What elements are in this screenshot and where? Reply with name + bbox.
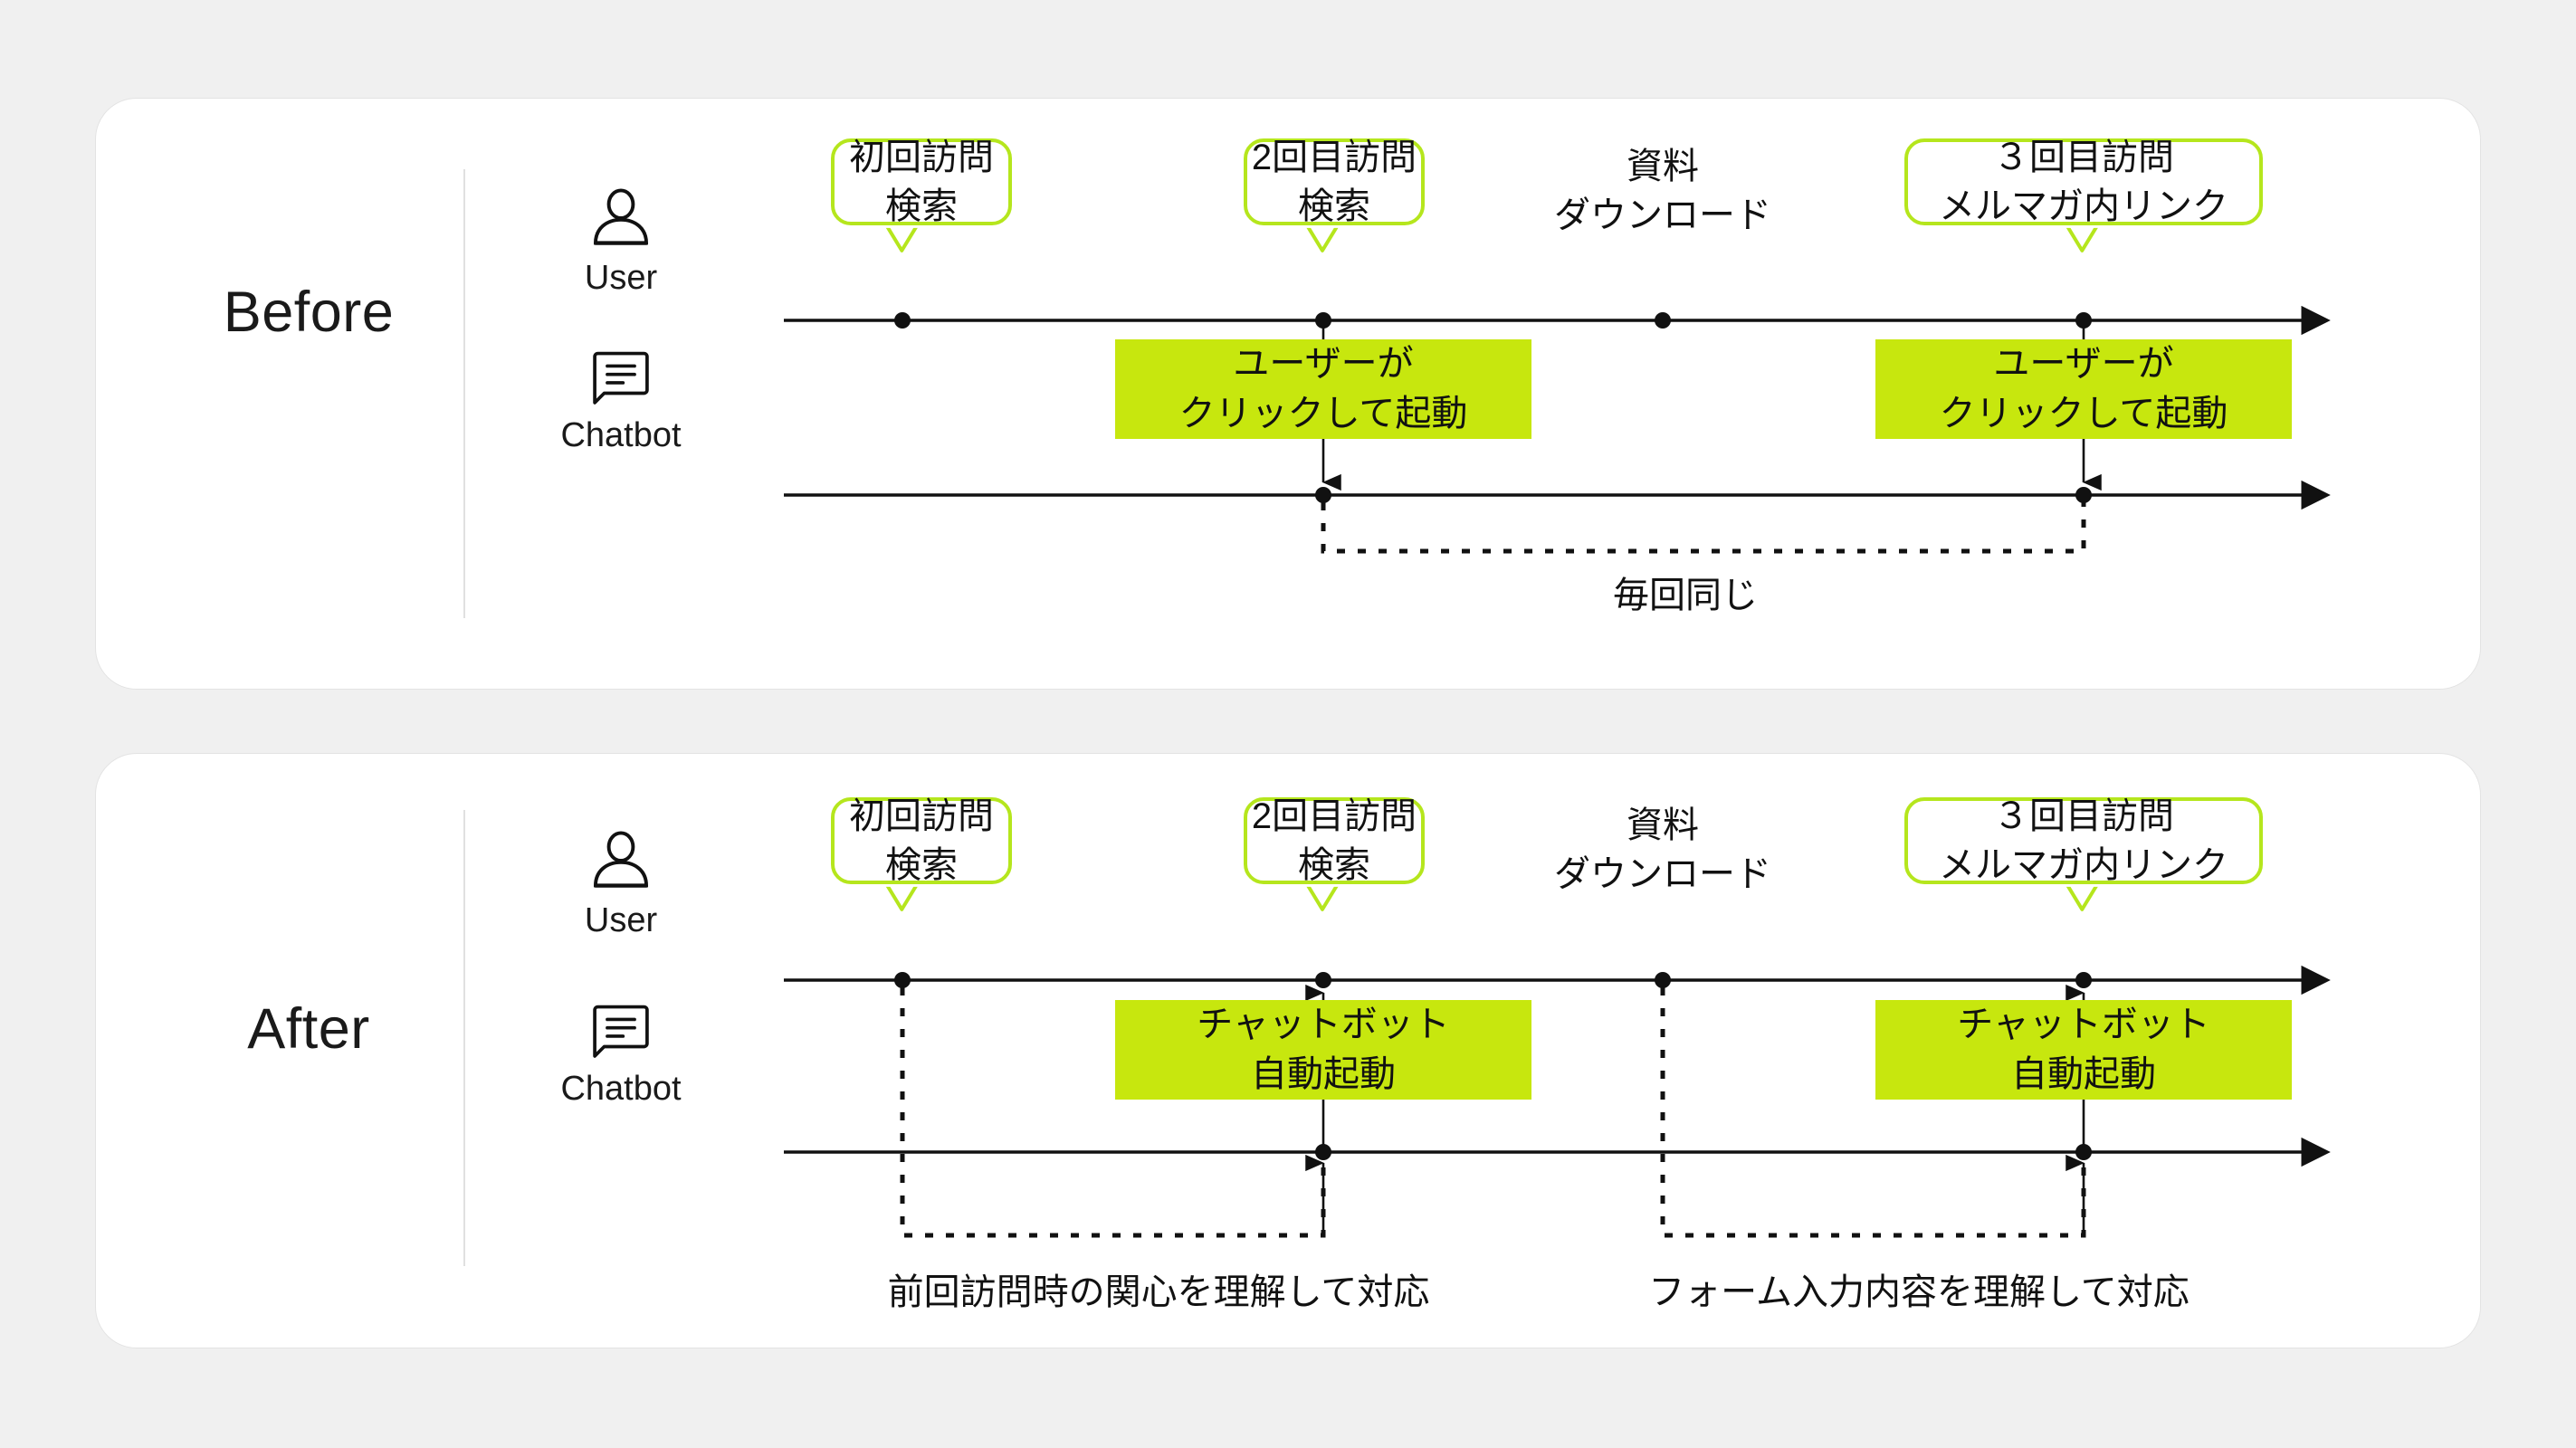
callout-line: 検索 (1298, 186, 1370, 226)
highlight-line: 自動起動 (1115, 1050, 1531, 1100)
before-event-callout-4: ３回目訪問 メルマガ内リンク (1904, 138, 2263, 226)
highlight-line: ユーザーが (1875, 339, 2292, 390)
before-event-callout-2: 2回目訪問 検索 (1244, 138, 1425, 226)
highlight-line: クリックして起動 (1115, 389, 1531, 440)
user-icon (530, 828, 711, 899)
callout-line: 初回訪問 (849, 796, 994, 836)
after-card: After User Chatbot (95, 753, 2481, 1348)
callout-line: メルマガ内リンク (1939, 186, 2228, 226)
before-event-callout-1: 初回訪問 検索 (831, 138, 1012, 226)
after-annotation-2: チャットボット 自動起動 (1875, 1000, 2292, 1100)
callout-line: メルマガ内リンク (1939, 845, 2228, 885)
user-icon (530, 186, 711, 256)
before-actor-user-label: User (584, 259, 658, 297)
plain-line: 資料 (1627, 147, 1699, 186)
after-event-callout-1: 初回訪問 検索 (831, 796, 1012, 885)
after-actor-user-label: User (584, 901, 658, 939)
callout-line: 2回目訪問 (1251, 796, 1417, 836)
after-actor-chatbot: Chatbot (530, 996, 711, 1109)
before-card: Before User Chatbot (95, 98, 2481, 690)
callout-line: 2回目訪問 (1251, 138, 1417, 177)
before-actor-chatbot: Chatbot (530, 343, 711, 455)
after-caption-2: フォーム入力内容を理解して対応 (1648, 1272, 2190, 1312)
callout-line: ３回目訪問 (1993, 796, 2174, 836)
callout-line: 検索 (1298, 845, 1370, 885)
before-actor-chatbot-label: Chatbot (560, 416, 682, 454)
after-caption-1: 前回訪問時の関心を理解して対応 (887, 1272, 1430, 1312)
after-actor-user: User (530, 828, 711, 940)
before-bracket-caption: 毎回同じ (1613, 576, 1758, 615)
stage-label-after: After (247, 997, 370, 1061)
chat-bubble-icon (530, 996, 711, 1067)
stage-label-before: Before (223, 281, 395, 344)
callout-line: 検索 (885, 845, 958, 885)
highlight-line: ユーザーが (1115, 339, 1531, 390)
plain-line: ダウンロード (1554, 195, 1771, 235)
before-event-plain-3: 資料 ダウンロード (1518, 142, 1808, 240)
after-event-plain-3: 資料 ダウンロード (1518, 801, 1808, 899)
highlight-line: クリックして起動 (1875, 389, 2292, 440)
highlight-line: チャットボット (1115, 1000, 1531, 1051)
after-divider (463, 810, 465, 1266)
after-event-callout-2: 2回目訪問 検索 (1244, 796, 1425, 885)
before-annotation-2: ユーザーが クリックして起動 (1875, 339, 2292, 440)
chat-bubble-icon (530, 343, 711, 414)
callout-line: 初回訪問 (849, 138, 994, 177)
highlight-line: チャットボット (1875, 1000, 2292, 1051)
before-annotation-1: ユーザーが クリックして起動 (1115, 339, 1531, 440)
before-actor-user: User (530, 186, 711, 298)
callout-line: 検索 (885, 186, 958, 226)
plain-line: 資料 (1627, 805, 1699, 845)
highlight-line: 自動起動 (1875, 1050, 2292, 1100)
plain-line: ダウンロード (1554, 854, 1771, 894)
callout-line: ３回目訪問 (1993, 138, 2174, 177)
after-actor-chatbot-label: Chatbot (560, 1070, 682, 1108)
after-event-callout-4: ３回目訪問 メルマガ内リンク (1904, 796, 2263, 885)
before-divider (463, 169, 465, 618)
after-annotation-1: チャットボット 自動起動 (1115, 1000, 1531, 1100)
